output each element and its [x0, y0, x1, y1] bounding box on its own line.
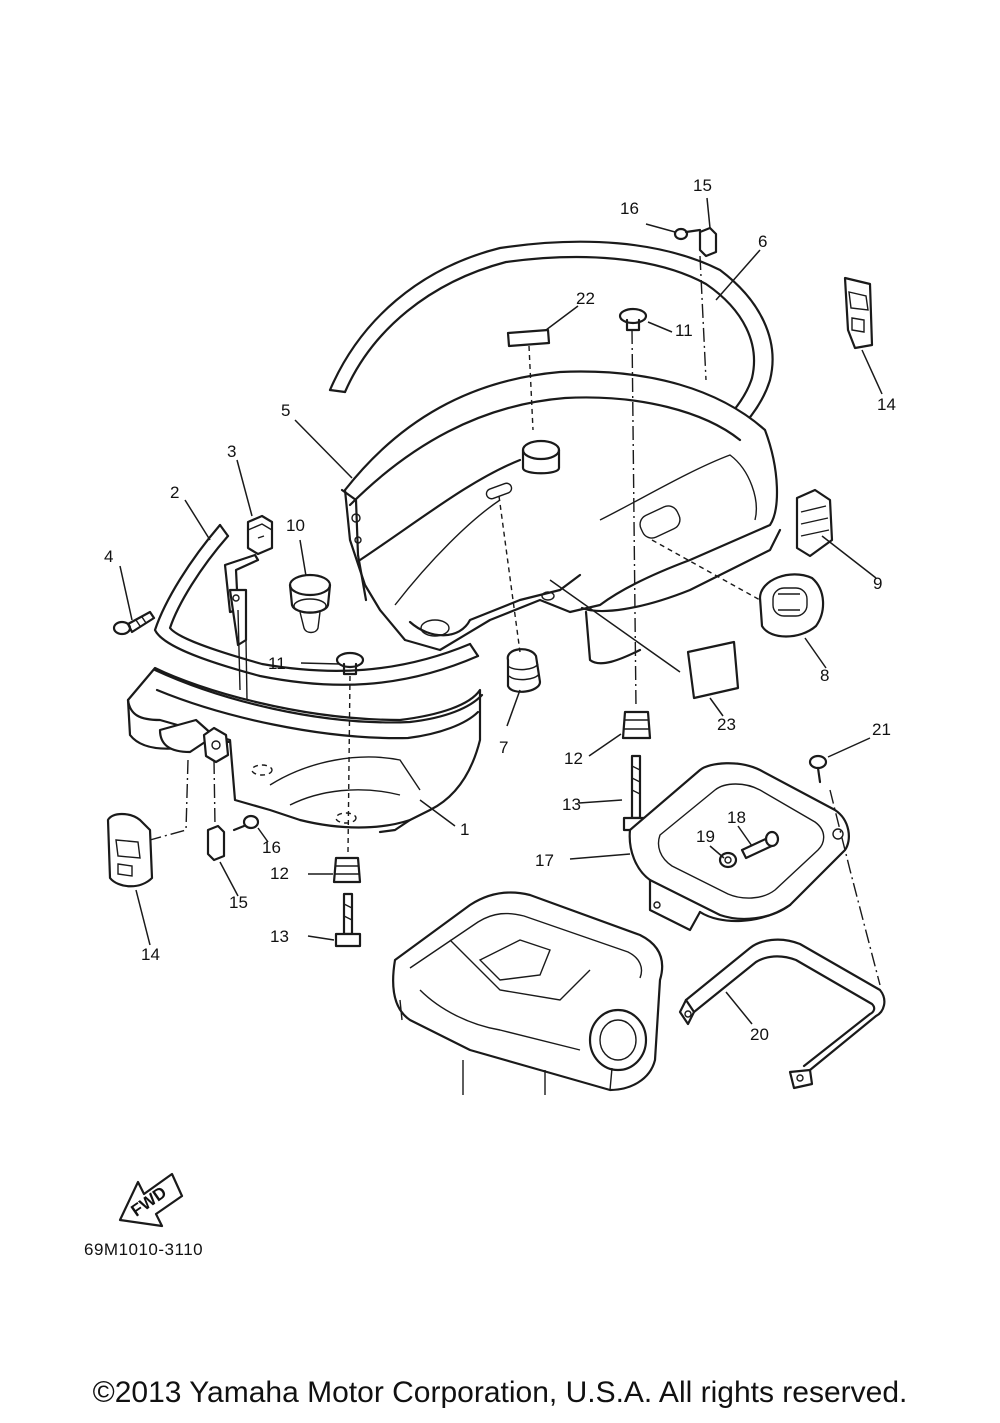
callout-6: 6: [758, 232, 767, 251]
part-11-grommet: [335, 307, 648, 676]
callout-14-left: 14: [141, 945, 160, 964]
part-7-grommet: [506, 648, 542, 693]
callout-14-right: 14: [877, 395, 896, 414]
callout-20: 20: [750, 1025, 769, 1044]
callout-16-bottom: 16: [262, 838, 281, 857]
part-22-label: [506, 328, 551, 348]
fwd-arrow-icon: FWD: [118, 1172, 184, 1228]
part-20-bracket: [678, 938, 886, 1090]
part-18-bolt: [740, 830, 780, 860]
engine-base-casting: [392, 891, 664, 1095]
part-9-grommet: [795, 488, 834, 558]
callout-17: 17: [535, 851, 554, 870]
callout-13-right: 13: [562, 795, 581, 814]
callout-1: 1: [460, 820, 469, 839]
callout-9: 9: [873, 574, 882, 593]
callout-labels: 1 2 3 4 5 6 7 8 9 10 11 11 12 12 13 13 1…: [104, 176, 896, 1044]
part-21-screw: [808, 754, 828, 784]
callout-16-top: 16: [620, 199, 639, 218]
callout-11-top: 11: [675, 321, 693, 340]
diagram-part-number: 69M1010-3110: [84, 1240, 204, 1259]
callout-5: 5: [281, 401, 290, 420]
callout-3: 3: [227, 442, 236, 461]
callout-11-left: 11: [268, 654, 286, 673]
part-17-plate: [628, 762, 850, 932]
part-3-clip: [246, 514, 274, 556]
part-10-grommet: [288, 573, 332, 634]
callout-4: 4: [104, 547, 113, 566]
part-14-hook: [106, 276, 874, 888]
leader-lines: [119, 197, 883, 1025]
hinge-latch: [202, 726, 230, 764]
part-15-clip: [206, 226, 718, 862]
callout-23: 23: [717, 715, 736, 734]
part-8-grommet: [758, 573, 825, 638]
callout-7: 7: [499, 738, 508, 757]
callout-21: 21: [872, 720, 891, 739]
callout-12-left: 12: [270, 864, 289, 883]
part-1-lower-cowling: [126, 666, 484, 834]
part-16-screw: [232, 227, 702, 832]
assembly-guide-lines: [149, 255, 881, 986]
part-5-upper-cowling: [340, 370, 782, 665]
side-bracket: [223, 553, 260, 701]
callout-13-left: 13: [270, 927, 289, 946]
part-19-washer: [718, 851, 738, 869]
callout-18: 18: [727, 808, 746, 827]
callout-19: 19: [696, 827, 715, 846]
part-4-screw: [112, 610, 156, 636]
callout-12-right: 12: [564, 749, 583, 768]
callout-15-bottom: 15: [229, 893, 248, 912]
part-23-label: [686, 640, 740, 700]
copyright-notice: ©2013 Yamaha Motor Corporation, U.S.A. A…: [92, 1376, 908, 1409]
callout-10: 10: [286, 516, 305, 535]
callout-22: 22: [576, 289, 595, 308]
callout-8: 8: [820, 666, 829, 685]
callout-15-top: 15: [693, 176, 712, 195]
part-12-damper: [332, 710, 652, 884]
callout-2: 2: [170, 483, 179, 502]
part-2-seal-strip: [153, 523, 480, 686]
